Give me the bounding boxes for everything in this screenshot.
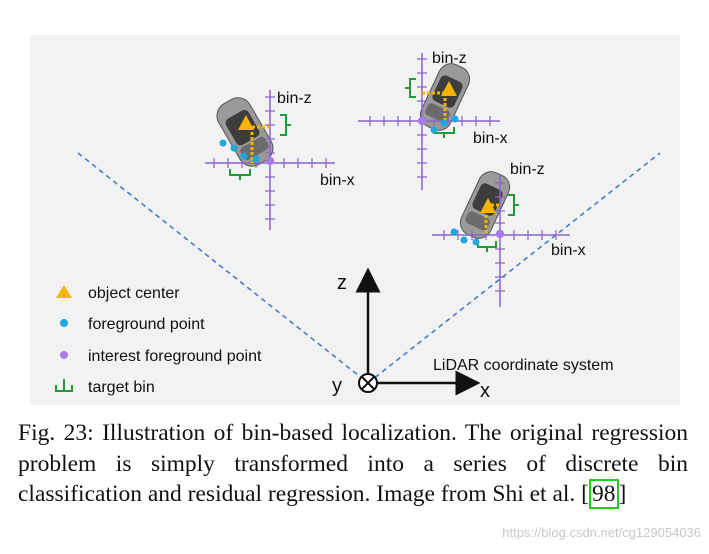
car2-bin-x-label: bin-x (473, 130, 508, 147)
car-group-2: bin-z bin-x (358, 50, 508, 190)
fov-left-line (77, 152, 369, 384)
car1-bin-x-label: bin-x (320, 172, 355, 189)
caption-text: Fig. 23: Illustration of bin-based local… (18, 420, 688, 507)
bin-localization-illustration: bin-z bin-x bin-z b (55, 50, 661, 402)
lidar-axes: z y x LiDAR coordinate system (332, 267, 614, 402)
car1-bin-z-label: bin-z (277, 90, 312, 107)
interest-point-marker (60, 351, 68, 359)
legend-object-center: object center (88, 285, 180, 302)
axis-z-label: z (337, 272, 347, 294)
citation-link[interactable]: 98 (589, 479, 619, 509)
car-group-1: bin-z bin-x (205, 90, 355, 230)
watermark-url: https://blog.csdn.net/cg129054036 (502, 525, 701, 540)
legend-target-bin: target bin (88, 379, 155, 396)
legend: object center foreground point interest … (55, 285, 262, 396)
axis-x-label: x (480, 380, 490, 402)
legend-interest-point: interest foreground point (88, 348, 262, 365)
legend-foreground-point: foreground point (88, 316, 205, 333)
target-bin-marker (55, 379, 73, 392)
car-1 (216, 97, 274, 167)
car2-bin-z-label: bin-z (432, 50, 467, 67)
figure-caption: Fig. 23: Illustration of bin-based local… (18, 418, 688, 510)
fov-right-line (367, 152, 661, 384)
figure-panel: bin-z bin-x bin-z b (30, 35, 680, 405)
lidar-coordinate-label: LiDAR coordinate system (433, 357, 614, 374)
axis-y-label: y (332, 375, 342, 397)
object-center-marker (56, 285, 72, 298)
caption-suffix: ] (618, 481, 627, 507)
foreground-point-marker (60, 319, 68, 327)
car-group-3: bin-z bin-x (432, 161, 586, 307)
car3-bin-z-label: bin-z (510, 161, 545, 178)
car3-bin-x-label: bin-x (551, 242, 586, 259)
